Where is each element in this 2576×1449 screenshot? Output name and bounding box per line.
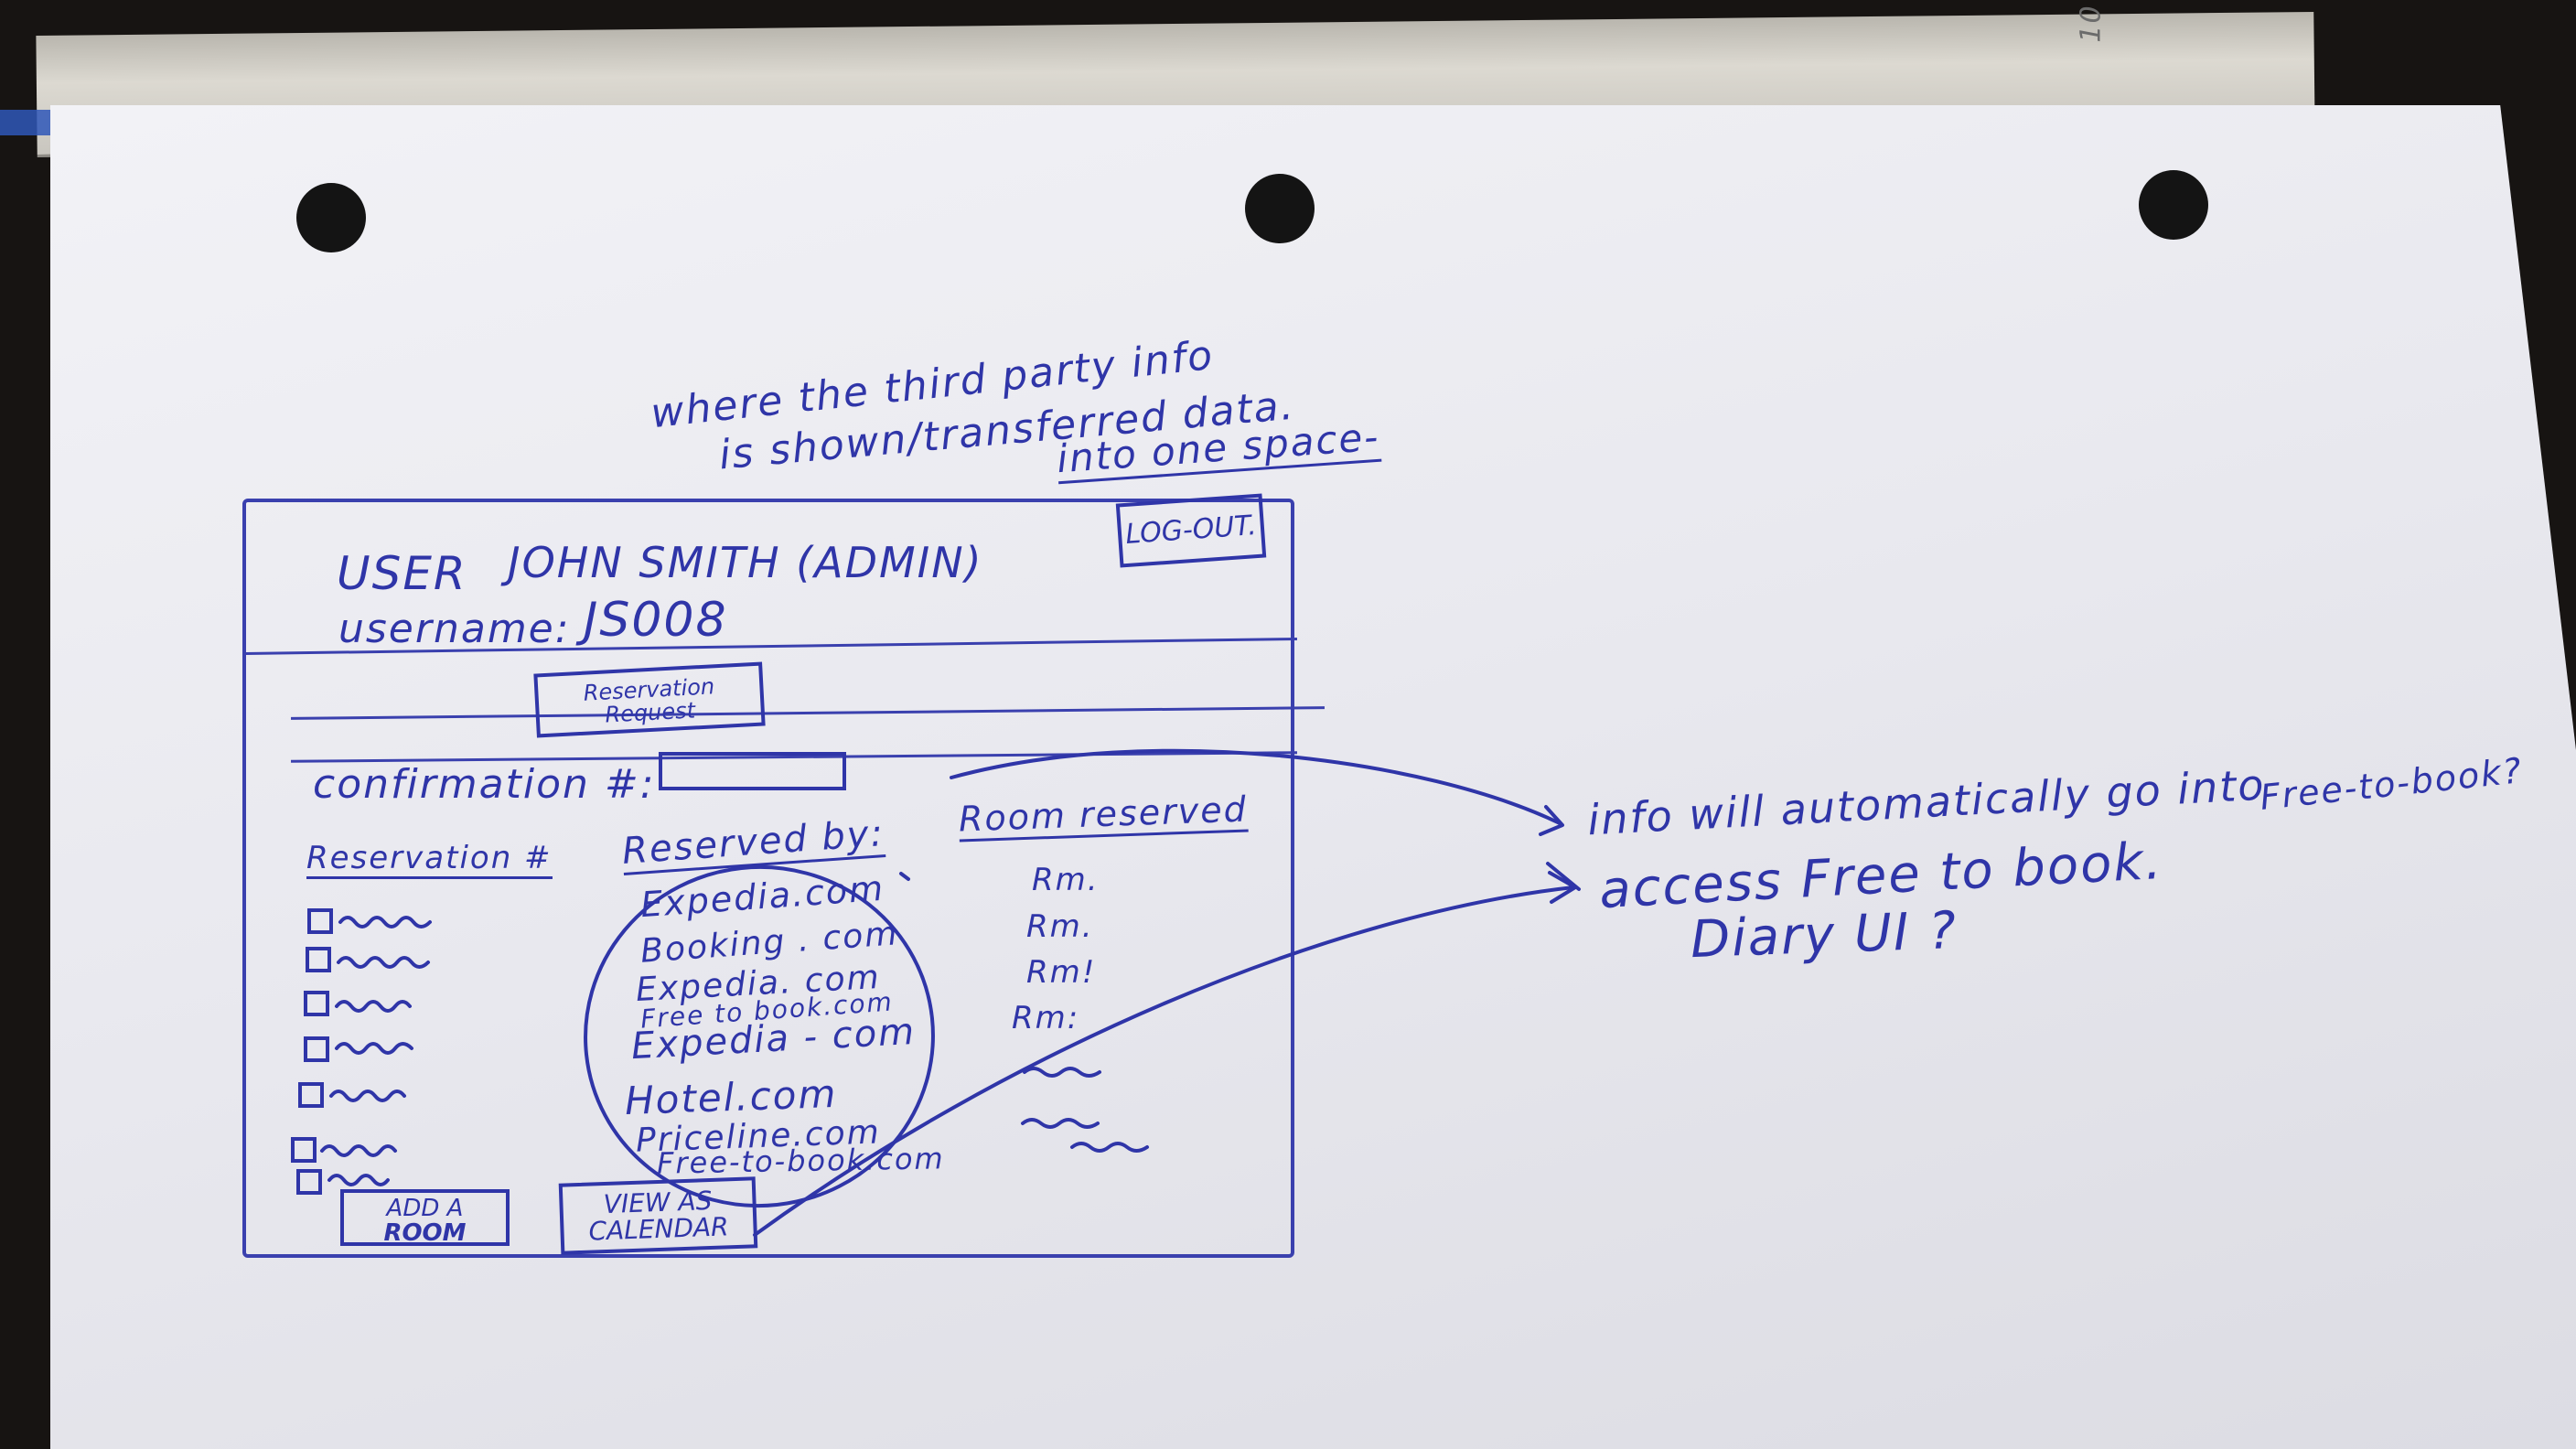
room-item: Rm. [1032, 862, 1100, 898]
row-scribble [320, 1144, 397, 1157]
row-checkbox[interactable] [306, 947, 331, 972]
punch-hole-center [1245, 174, 1315, 243]
arrow-to-note-1 [950, 748, 1562, 825]
row-scribble [327, 1174, 390, 1186]
row-scribble [335, 1000, 412, 1013]
column-header-reservation: Reservation # [306, 840, 553, 879]
username-value: JS008 [584, 593, 728, 648]
user-name-value: JOHN SMITH (ADMIN) [508, 538, 983, 587]
wireframe-frame [242, 499, 1294, 1258]
room-scribble [1021, 1118, 1100, 1129]
add-room-label-line-2: ROOM [383, 1219, 467, 1248]
room-scribble [1023, 1067, 1101, 1078]
row-checkbox[interactable] [296, 1169, 322, 1195]
row-checkbox[interactable] [307, 908, 333, 934]
add-room-button[interactable]: ADD A ROOM [340, 1189, 510, 1246]
room-item: Rm. [1026, 908, 1094, 945]
sketch-paper [50, 105, 2576, 1449]
arrowhead-1 [1539, 805, 1564, 836]
row-checkbox[interactable] [304, 991, 329, 1016]
room-scribble [1070, 1142, 1149, 1153]
room-item: Rm! [1026, 954, 1097, 991]
sources-ellipse [584, 864, 935, 1208]
row-scribble [329, 1089, 406, 1102]
add-room-label-line-1: ADD A [386, 1195, 464, 1222]
lead-mark-2 [899, 872, 910, 881]
confirmation-label: confirmation #: [313, 761, 656, 808]
row-checkbox[interactable] [291, 1137, 317, 1163]
row-checkbox[interactable] [304, 1036, 329, 1062]
user-label: USER [337, 547, 467, 600]
row-scribble [335, 1042, 413, 1055]
punch-hole-left [296, 183, 366, 252]
confirmation-input[interactable] [659, 752, 846, 790]
room-item: Rm: [1012, 1000, 1080, 1036]
row-checkbox[interactable] [298, 1082, 324, 1108]
lead-mark-1 [1546, 862, 1581, 891]
arrow-to-note-2 [753, 886, 1575, 1237]
row-scribble [337, 956, 430, 969]
row-scribble [338, 916, 432, 928]
punch-hole-right [2139, 170, 2208, 240]
username-label: username: [338, 606, 571, 652]
